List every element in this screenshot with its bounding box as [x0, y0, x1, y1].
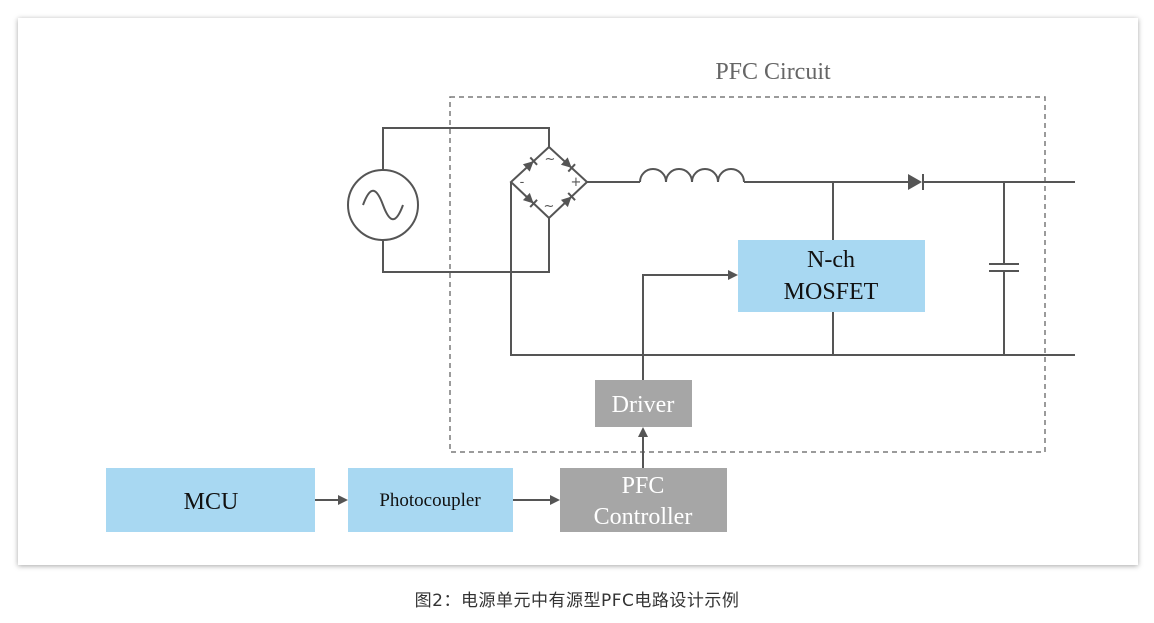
- mcu-block: MCU: [106, 468, 315, 532]
- diode-triangle: [522, 192, 534, 204]
- driver-label: Driver: [612, 392, 675, 418]
- pfc-controller-box: [560, 468, 727, 532]
- ac-source-icon: [347, 169, 419, 241]
- diode-icon: [908, 174, 924, 190]
- arrow-icon: [338, 495, 348, 505]
- capacitor-icon: [989, 182, 1019, 355]
- bridge-diode-top-right: [560, 157, 576, 173]
- driver-box: [595, 380, 692, 427]
- diode-bar: [529, 156, 538, 166]
- ac-wire-bottom: [382, 218, 550, 273]
- arrow-icon: [550, 495, 560, 505]
- diode-bar: [567, 192, 576, 201]
- ac-source-sine: [362, 189, 404, 221]
- diode-bar: [567, 163, 576, 173]
- negative-rail: [510, 182, 1075, 356]
- photocoupler-block: Photocoupler: [348, 468, 513, 532]
- bridge-diode-bottom-left: [522, 192, 538, 208]
- diode-triangle: [560, 196, 572, 208]
- photocoupler-label: Photocoupler: [379, 490, 481, 511]
- bridge-outline: [509, 145, 589, 220]
- pfc-controller-label-line1: PFC: [622, 473, 665, 499]
- bridge-diode-top-left: [522, 156, 538, 172]
- output-diode-triangle: [908, 174, 922, 190]
- mosfet-box: [738, 240, 925, 312]
- mosfet-block: N-ch MOSFET: [738, 240, 925, 312]
- mcu-label: MCU: [184, 489, 239, 515]
- bridge-mark-ac-bottom: ~: [544, 199, 555, 214]
- bridge-mark-positive: +: [571, 175, 582, 190]
- gate-drive-wire: [642, 274, 728, 380]
- driver-block: Driver: [595, 380, 692, 427]
- bridge-rectifier-icon: ~ ~ + -: [509, 145, 589, 220]
- bridge-diode-bottom-right: [560, 192, 576, 208]
- diode-triangle: [560, 157, 572, 168]
- diode-bar: [529, 199, 538, 208]
- arrow-icon: [728, 270, 738, 280]
- diode-triangle: [522, 161, 534, 172]
- bridge-mark-ac-top: ~: [545, 152, 556, 167]
- pfc-circuit-boundary: [449, 96, 1046, 453]
- mcu-box: [106, 468, 315, 532]
- figure-caption: 图2：电源单元中有源型PFC电路设计示例: [414, 591, 740, 611]
- pfc-controller-block: PFC Controller: [560, 468, 727, 532]
- mosfet-label-line2: MOSFET: [784, 279, 879, 305]
- pfc-circuit-label: PFC Circuit: [715, 59, 831, 85]
- arrow-icon: [638, 427, 648, 437]
- ac-wire-top: [382, 127, 550, 170]
- bridge-mark-negative: -: [520, 175, 525, 190]
- inductor-icon: [639, 168, 745, 183]
- pfc-controller-label-line2: Controller: [594, 504, 693, 530]
- mosfet-label-line1: N-ch: [807, 247, 855, 273]
- photocoupler-box: [348, 468, 513, 532]
